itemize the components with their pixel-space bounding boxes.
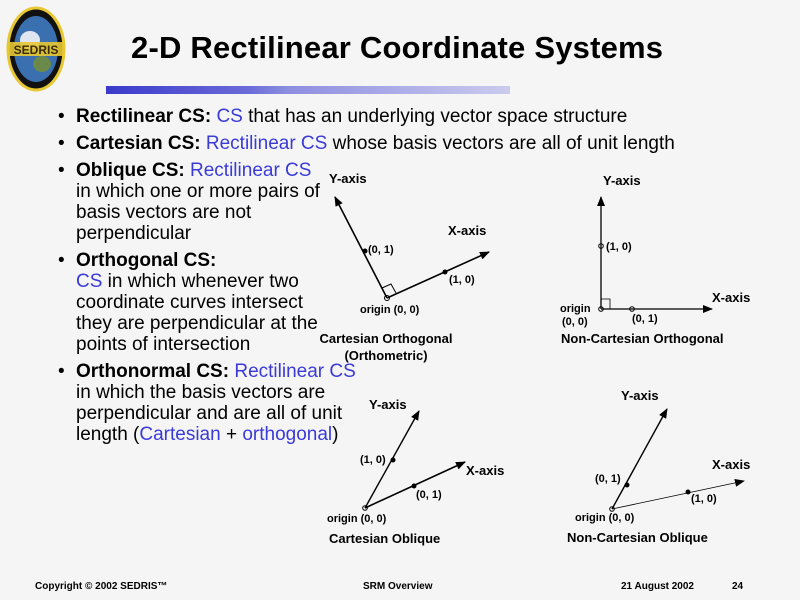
origin-label: origin xyxy=(560,303,591,315)
term-reference: CS xyxy=(216,106,243,127)
point-marker xyxy=(598,243,604,249)
origin-marker xyxy=(362,505,368,511)
point-label: (0, 1) xyxy=(368,244,394,256)
point-marker xyxy=(411,483,417,489)
origin-label: origin (0, 0) xyxy=(360,304,420,316)
y-axis-label: Y-axis xyxy=(329,171,367,186)
term-reference: Rectilinear CS xyxy=(190,160,312,181)
term-reference: Rectilinear CS xyxy=(205,133,328,154)
point-marker xyxy=(629,306,635,312)
x-axis-label: X-axis xyxy=(712,290,750,305)
point-label: (1, 0) xyxy=(449,274,475,286)
x-axis-arrow xyxy=(611,478,745,510)
x-axis-label: X-axis xyxy=(466,463,504,478)
diagram-cartesian-orthogonal: Y-axis X-axis (0, 1) (1, 0) origin (0, 0… xyxy=(320,171,490,363)
term-reference: Rectilinear CS xyxy=(234,361,356,382)
svg-text:SEDRIS: SEDRIS xyxy=(14,43,59,57)
bullet-item: Cartesian CS: Rectilinear CS whose basis… xyxy=(56,133,736,154)
bullet-text: in which whenever two coordinate curves … xyxy=(76,271,318,355)
point-label: (0, 1) xyxy=(416,489,442,501)
y-axis-arrow xyxy=(611,408,668,510)
bullet-text: that has an underlying vector space stru… xyxy=(242,106,628,127)
origin-marker xyxy=(609,506,615,512)
diagram-cartesian-oblique: Y-axis X-axis (1, 0) (0, 1) origin (0, 0… xyxy=(327,397,504,546)
bullet-term: Rectilinear CS: xyxy=(76,106,212,127)
bullet-term: Orthogonal CS: xyxy=(76,250,217,271)
term-reference: orthogonal xyxy=(242,424,333,445)
page-number: 24 xyxy=(732,581,744,592)
origin-label: (0, 0) xyxy=(562,316,588,328)
footer-center: SRM Overview xyxy=(363,581,433,592)
point-marker xyxy=(362,248,368,254)
x-axis-arrow xyxy=(386,251,490,299)
y-axis-label: Y-axis xyxy=(603,173,641,188)
diagram-caption: Cartesian Oblique xyxy=(329,531,440,546)
origin-marker xyxy=(598,306,604,312)
term-reference: Cartesian xyxy=(139,424,221,445)
diagram-caption: Non-Cartesian Orthogonal xyxy=(561,331,724,346)
point-marker xyxy=(390,457,396,463)
point-marker xyxy=(685,489,691,495)
bullet-text: ) xyxy=(332,424,339,445)
bullet-text: in which the basis vectors are perpendic… xyxy=(76,382,343,445)
point-label: (0, 1) xyxy=(595,473,621,485)
term-reference: CS xyxy=(76,271,103,292)
bullet-text: + xyxy=(220,424,243,445)
footer-date: 21 August 2002 xyxy=(621,581,694,592)
diagram-non-cartesian-orthogonal: Y-axis X-axis (1, 0) (0, 1) origin (0, 0… xyxy=(560,173,750,346)
bullet-text: whose basis vectors are all of unit leng… xyxy=(327,133,675,154)
bullet-text: in which one or more pairs of basis vect… xyxy=(76,181,320,244)
bullet-term: Cartesian CS: xyxy=(76,133,201,154)
title-underline xyxy=(106,86,510,94)
slide-title: 2-D Rectilinear Coordinate Systems xyxy=(131,30,664,65)
y-axis-arrow xyxy=(334,196,388,299)
point-marker xyxy=(442,269,448,275)
diagram-non-cartesian-oblique: Y-axis X-axis (0, 1) (1, 0) origin (0, 0… xyxy=(567,388,750,545)
bullet-item: Rectilinear CS: CS that has an underlyin… xyxy=(56,106,776,127)
y-axis-label: Y-axis xyxy=(369,397,407,412)
footer-copyright: Copyright © 2002 SEDRIS™ xyxy=(35,581,168,592)
bullet-item: Oblique CS: Rectilinear CS in which one … xyxy=(56,160,331,244)
origin-marker xyxy=(384,295,390,301)
point-label: (1, 0) xyxy=(691,493,717,505)
point-label: (1, 0) xyxy=(606,241,632,253)
bullet-item: Orthonormal CS: Rectilinear CS in which … xyxy=(56,361,356,445)
diagram-caption: Non-Cartesian Oblique xyxy=(567,530,708,545)
diagram-caption: (Orthometric) xyxy=(344,348,427,363)
point-label: (1, 0) xyxy=(360,454,386,466)
bullet-term: Oblique CS: xyxy=(76,160,185,181)
right-angle-mark xyxy=(601,298,611,309)
origin-label: origin (0, 0) xyxy=(327,513,387,525)
diagram-caption: Cartesian Orthogonal xyxy=(320,331,453,346)
right-angle-mark xyxy=(381,283,397,294)
bullet-list: Rectilinear CS: CS that has an underlyin… xyxy=(56,106,776,451)
bullet-item: Orthogonal CS: CS in which whenever two … xyxy=(56,250,326,355)
x-axis-label: X-axis xyxy=(448,223,486,238)
point-label: (0, 1) xyxy=(632,313,658,325)
y-axis-label: Y-axis xyxy=(621,388,659,403)
point-marker xyxy=(624,482,630,488)
bullet-term: Orthonormal CS: xyxy=(76,361,230,382)
origin-label: origin (0, 0) xyxy=(575,512,635,524)
x-axis-label: X-axis xyxy=(712,457,750,472)
sedris-logo: SEDRIS xyxy=(6,6,66,92)
